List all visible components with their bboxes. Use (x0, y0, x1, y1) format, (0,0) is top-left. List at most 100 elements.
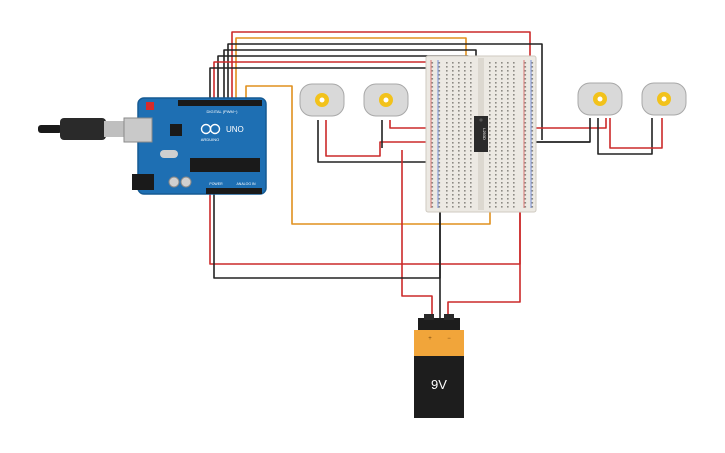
battery-9v[interactable]: + − 9V (414, 314, 464, 418)
breadboard-hole (531, 106, 534, 108)
breadboard-hole (458, 78, 460, 80)
breadboard-hole (513, 166, 515, 168)
breadboard-hole (452, 154, 454, 156)
breadboard-hole (452, 126, 454, 128)
breadboard-hole (513, 78, 515, 80)
breadboard-hole (489, 78, 491, 80)
breadboard-hole (458, 150, 460, 152)
breadboard-hole (458, 174, 460, 176)
breadboard-hole (452, 118, 454, 120)
dc-motor-3[interactable] (577, 82, 623, 116)
dc-motor-icon (363, 83, 409, 117)
breadboard-hole (431, 138, 434, 140)
wire-black-right1[interactable] (597, 118, 653, 155)
breadboard-hole (531, 66, 534, 68)
breadboard-hole (524, 170, 527, 172)
breadboard-hole (446, 106, 448, 108)
digital-header-label: DIGITAL (PWM~) (207, 109, 239, 114)
breadboard-hole (495, 158, 497, 160)
breadboard-hole (431, 194, 434, 196)
breadboard-hole (489, 150, 491, 152)
breadboard-hole (438, 82, 441, 84)
dc-motor-4[interactable] (641, 82, 687, 116)
breadboard-hole (489, 62, 491, 64)
breadboard-hole (489, 70, 491, 72)
breadboard-hole (470, 62, 472, 64)
breadboard-hole (446, 194, 448, 196)
breadboard-hole (513, 162, 515, 164)
wire-red-battery[interactable] (401, 150, 433, 320)
breadboard-hole (470, 186, 472, 188)
wire-red-motor1[interactable] (325, 120, 432, 157)
breadboard-hole (524, 142, 527, 144)
breadboard-hole (507, 146, 509, 148)
breadboard-hole (452, 150, 454, 152)
breadboard-hole (470, 174, 472, 176)
breadboard-hole (507, 98, 509, 100)
breadboard-hole (464, 146, 466, 148)
reset-button[interactable] (146, 102, 154, 110)
breadboard-hole (524, 146, 527, 148)
breadboard-hole (452, 90, 454, 92)
breadboard-hole (446, 74, 448, 76)
breadboard-hole (501, 82, 503, 84)
dc-motor-2[interactable] (363, 83, 409, 117)
breadboard-hole (452, 102, 454, 104)
dc-motor-1[interactable] (299, 83, 345, 117)
breadboard-hole (531, 198, 534, 200)
breadboard-hole (531, 162, 534, 164)
breadboard-hole (470, 82, 472, 84)
breadboard-hole (501, 110, 503, 112)
motor-driver-chip[interactable] (474, 116, 488, 152)
breadboard-hole (452, 78, 454, 80)
arduino-uno-board[interactable]: DIGITAL (PWM~) UNO ARDUINO POWER ANALOG … (123, 97, 267, 195)
breadboard-hole (438, 66, 441, 68)
breadboard-hole (464, 158, 466, 160)
usb-port (123, 117, 153, 143)
breadboard-hole (446, 118, 448, 120)
breadboard-hole (431, 74, 434, 76)
breadboard-hole (470, 170, 472, 172)
breadboard-hole (431, 150, 434, 152)
breadboard-hole (464, 170, 466, 172)
wire-red-arduino-5v[interactable] (209, 190, 521, 265)
breadboard-hole (452, 122, 454, 124)
wire-black-arduino-gnd[interactable] (213, 190, 441, 279)
breadboard-hole (470, 194, 472, 196)
breadboard-hole (531, 186, 534, 188)
breadboard[interactable]: L293D (425, 55, 537, 213)
breadboard-hole (495, 118, 497, 120)
wire-black-top[interactable] (227, 43, 543, 140)
wire-red-battery2[interactable] (447, 200, 521, 320)
battery-terminal-negative: − (447, 336, 451, 342)
breadboard-hole (524, 114, 527, 116)
breadboard-hole (438, 74, 441, 76)
breadboard-hole (501, 134, 503, 136)
breadboard-hole (513, 110, 515, 112)
breadboard-hole (470, 98, 472, 100)
breadboard-hole (513, 154, 515, 156)
breadboard-hole (507, 122, 509, 124)
breadboard-hole (524, 158, 527, 160)
breadboard-hole (489, 194, 491, 196)
breadboard-hole (524, 130, 527, 132)
breadboard-hole (464, 142, 466, 144)
wire-black-right3[interactable] (530, 118, 591, 143)
breadboard-hole (489, 126, 491, 128)
breadboard-hole (464, 106, 466, 108)
breadboard-hole (489, 66, 491, 68)
breadboard-hole (446, 98, 448, 100)
breadboard-hole (501, 74, 503, 76)
breadboard-hole (489, 158, 491, 160)
breadboard-hole (431, 70, 434, 72)
breadboard-hole (470, 78, 472, 80)
breadboard-hole (513, 90, 515, 92)
breadboard-hole (452, 146, 454, 148)
breadboard-hole (489, 206, 491, 208)
breadboard-hole (495, 178, 497, 180)
breadboard-hole (507, 94, 509, 96)
breadboard-hole (531, 134, 534, 136)
breadboard-hole (452, 94, 454, 96)
wire-red-right2[interactable] (609, 118, 663, 149)
breadboard-hole (446, 198, 448, 200)
